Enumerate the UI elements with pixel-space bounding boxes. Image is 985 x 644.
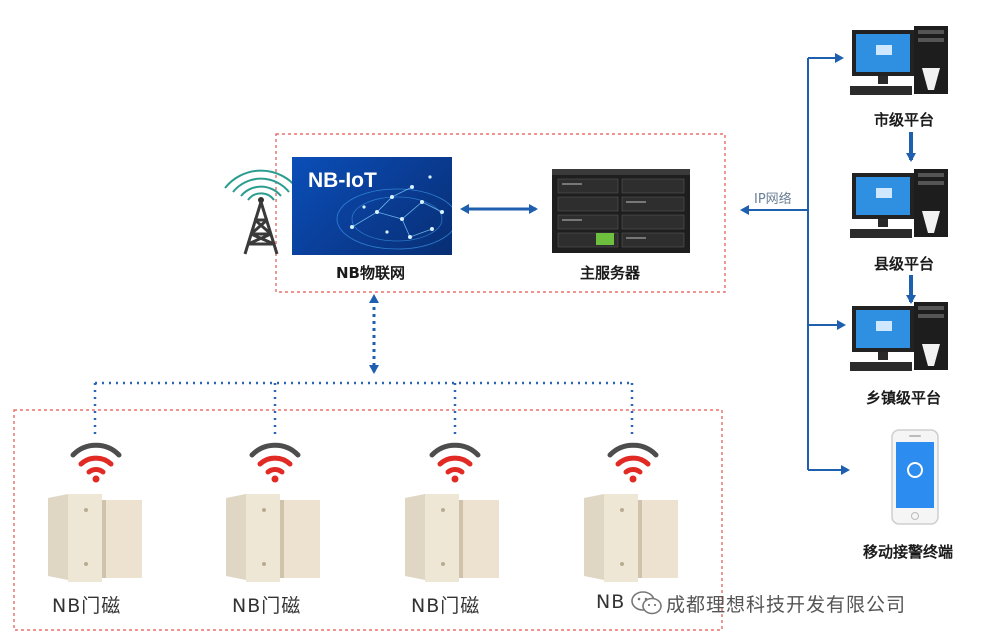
desktop-computer-icon [850,26,948,95]
sensor-label-4: NB [596,591,626,613]
desktop-computer-icon [850,169,948,238]
wifi-signal-icon [607,442,659,483]
server-rack-icon [552,169,690,253]
ip-network-label: IP网络 [754,192,792,207]
town-platform-label: 乡镇级平台 [866,389,942,407]
nb-network-label: NB物联网 [336,264,405,282]
wifi-signal-icon [429,442,481,483]
desktop-computer-icon [850,302,948,371]
city-platform-label: 市级平台 [874,111,935,129]
main-server-label: 主服务器 [580,264,641,282]
county-platform-label: 县级平台 [874,255,935,273]
wechat-icon [631,591,662,615]
sensor-frame [13,409,723,631]
door-sensor-icon [405,494,499,582]
door-sensor-icon [226,494,320,582]
sensor-label-2: NB门磁 [232,595,302,617]
watermark-text: 成都理想科技开发有限公司 [666,594,907,616]
cell-tower-icon [224,169,298,255]
smartphone-icon [891,429,939,525]
wifi-signal-icon [249,442,301,483]
wifi-signal-icon [70,442,122,483]
sensor-label-3: NB门磁 [411,595,481,617]
network-frame [275,133,726,293]
iot-map-graphic [336,175,452,250]
nb-iot-title: NB-IoT [308,169,377,192]
door-sensor-icon [584,494,678,582]
nb-iot-panel: NB-IoT [292,157,452,255]
mobile-terminal-label: 移动接警终端 [863,543,954,561]
sensor-label-1: NB门磁 [52,595,122,617]
door-sensor-icon [48,494,142,582]
